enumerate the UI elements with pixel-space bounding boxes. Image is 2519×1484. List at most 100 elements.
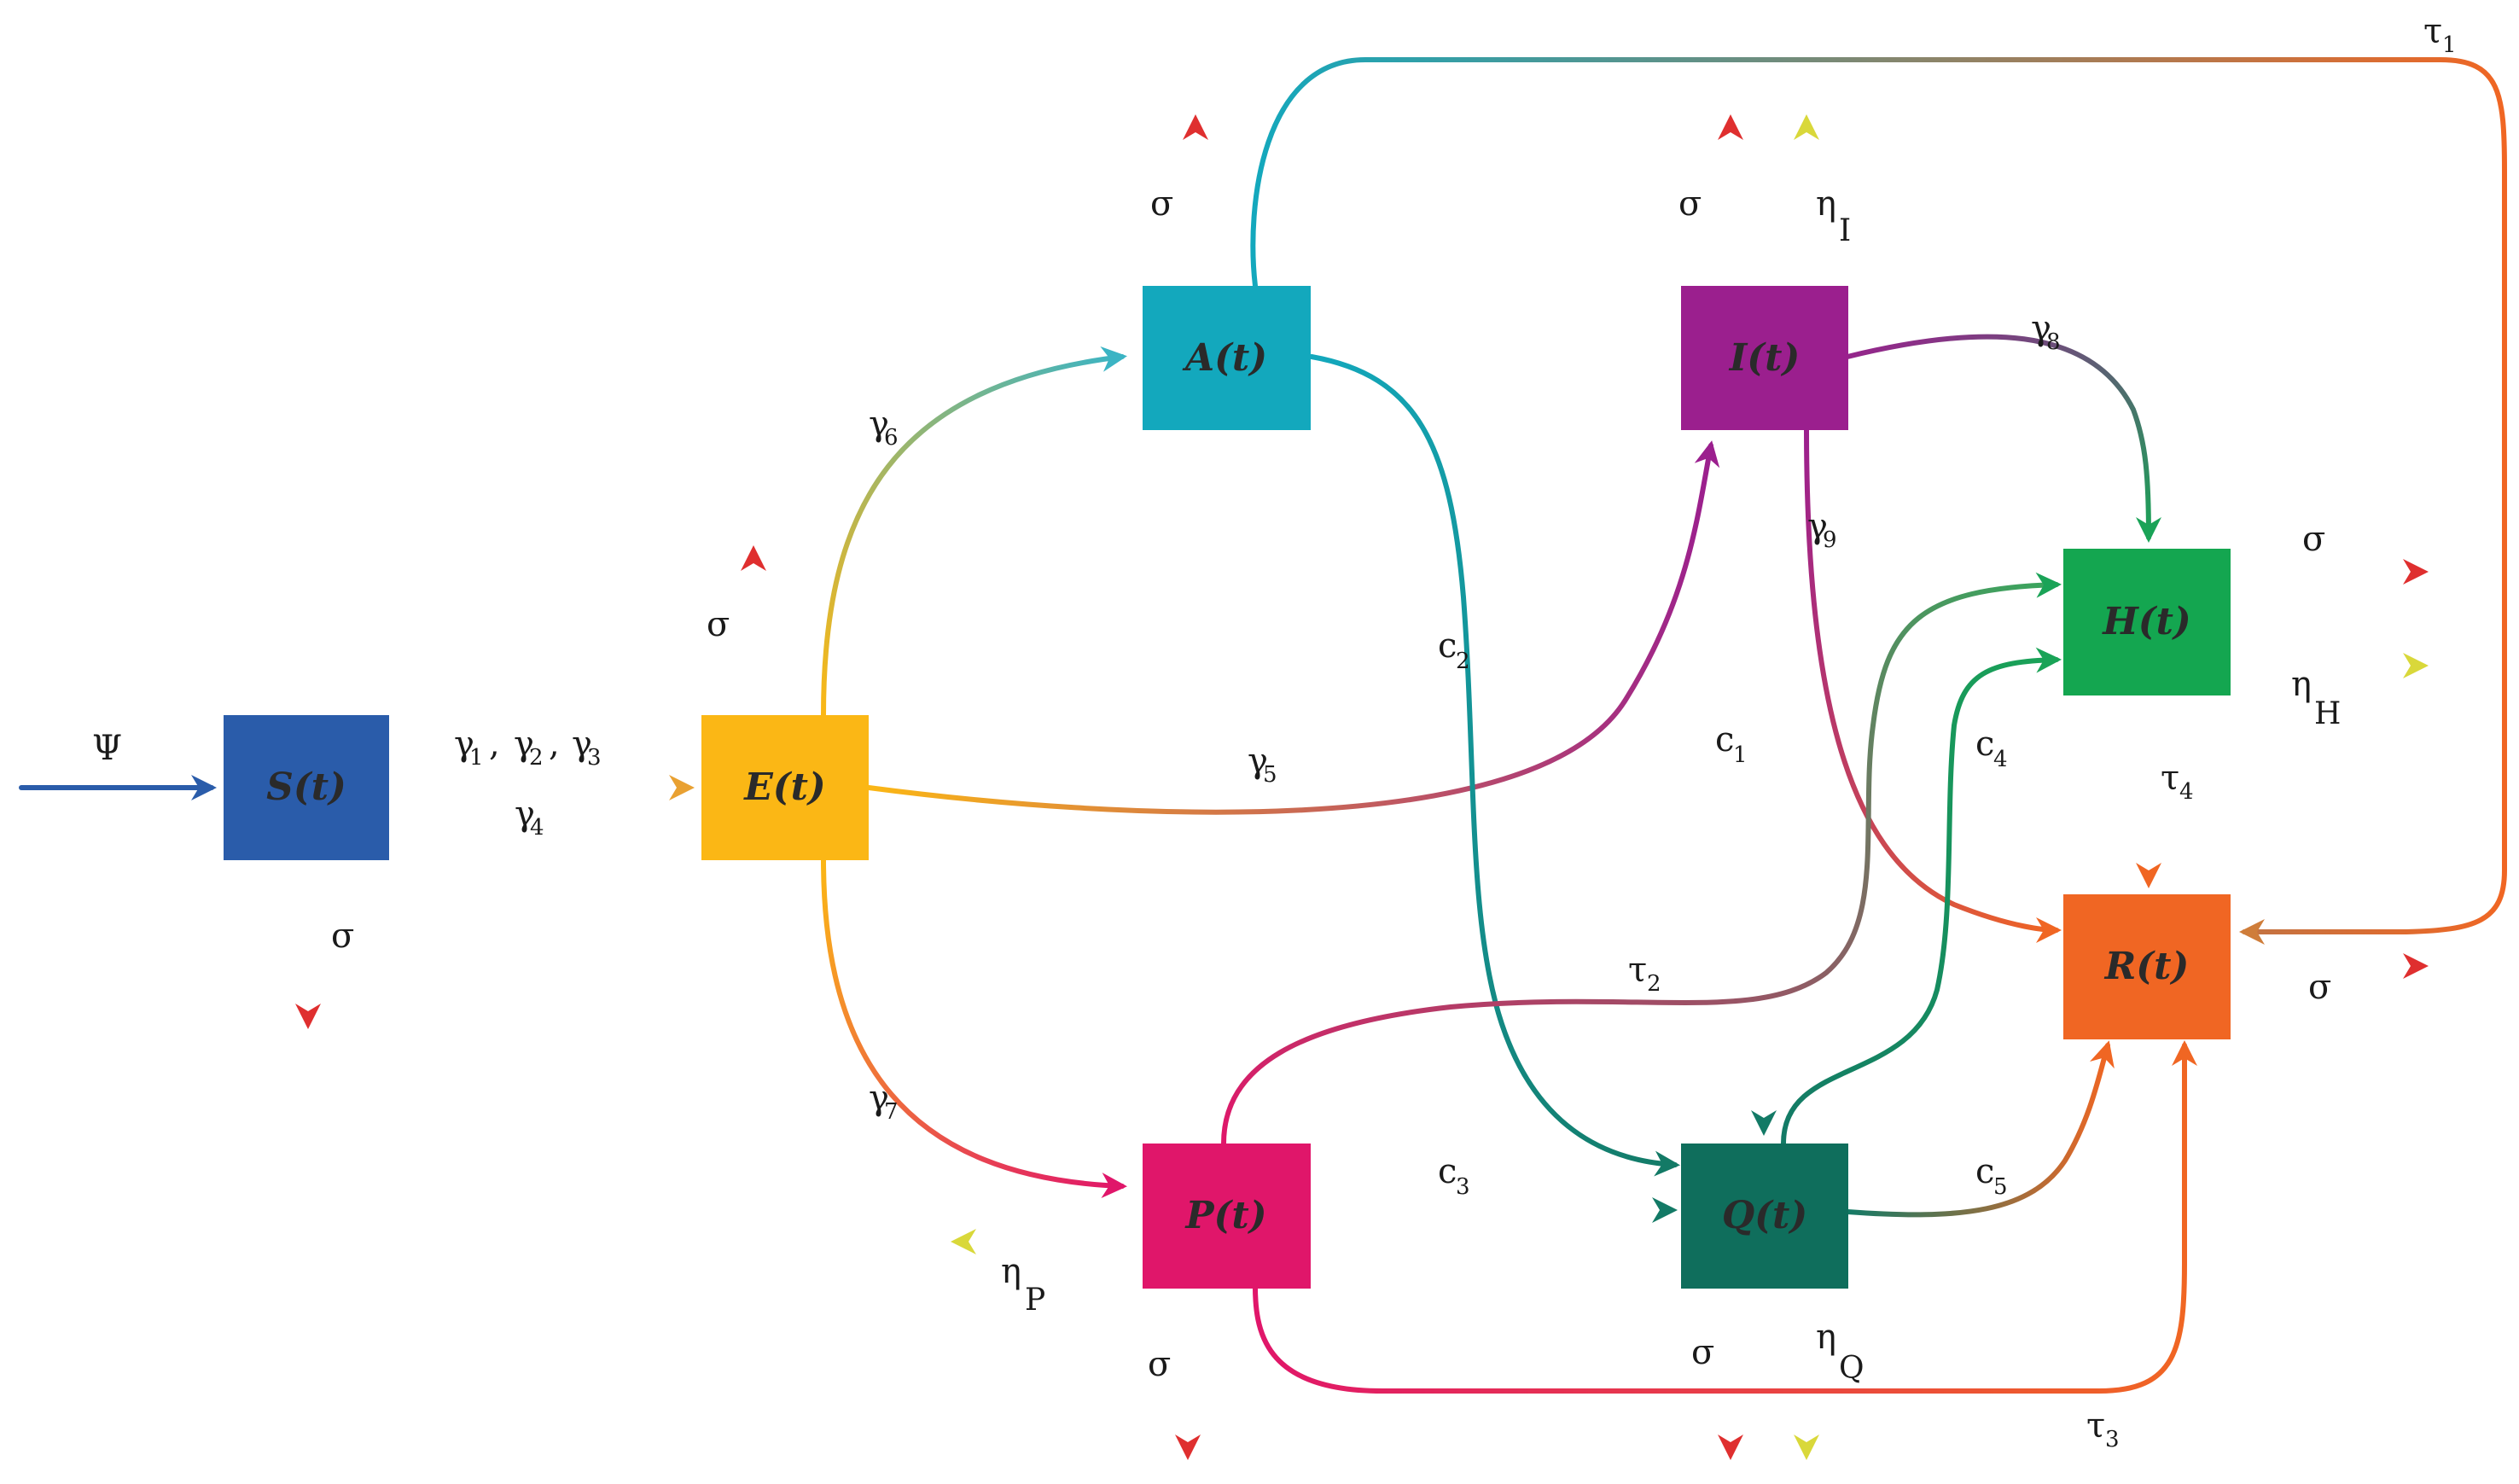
label-tau-4: τ 4 xyxy=(2161,759,2194,805)
label-tau-2: τ 2 xyxy=(1628,951,1661,997)
svg-text:H: H xyxy=(2314,696,2341,731)
node-a-label: A(t) xyxy=(1182,336,1267,380)
node-i: I(t) xyxy=(1681,286,1848,430)
label-psi: Ψ xyxy=(92,729,122,768)
svg-text:I: I xyxy=(1839,213,1851,248)
node-h-label: H(t) xyxy=(2101,600,2191,643)
node-q: Q(t) xyxy=(1681,1144,1848,1289)
node-s-label: S(t) xyxy=(266,765,346,809)
svg-text:7: 7 xyxy=(884,1099,899,1125)
node-r-label: R(t) xyxy=(2103,945,2190,988)
label-eta-i: η I xyxy=(1816,184,1851,248)
svg-text:1: 1 xyxy=(2442,32,2457,58)
svg-text:η: η xyxy=(2291,665,2312,704)
edge-e-to-i xyxy=(866,440,1720,815)
svg-text:2: 2 xyxy=(529,745,544,771)
svg-text:c: c xyxy=(1438,626,1457,666)
svg-text:3: 3 xyxy=(587,745,602,771)
label-tau-1: τ 1 xyxy=(2423,12,2457,58)
label-gamma-8: γ 8 xyxy=(2031,309,2061,355)
svg-text:γ: γ xyxy=(869,1079,889,1118)
edge-labels: Ψ γ 1 , γ 2 , γ 3 γ 4 γ 6 γ 5 γ 7 γ xyxy=(92,12,2457,1452)
svg-text:3: 3 xyxy=(2105,1427,2120,1452)
node-e: E(t) xyxy=(701,715,869,860)
edge-p-to-r xyxy=(1252,1040,2197,1394)
svg-text:γ: γ xyxy=(869,404,889,444)
svg-text:γ: γ xyxy=(1807,507,1828,546)
svg-text:τ: τ xyxy=(2086,1406,2105,1446)
svg-text:c: c xyxy=(1975,725,1994,764)
svg-text:τ: τ xyxy=(2423,12,2442,51)
svg-text:P: P xyxy=(1025,1283,1045,1318)
svg-text:η: η xyxy=(1816,184,1836,224)
label-c3: c 3 xyxy=(1438,1152,1470,1200)
svg-text:5: 5 xyxy=(1263,762,1277,788)
label-sigma-s: σ xyxy=(331,917,354,956)
node-e-label: E(t) xyxy=(742,765,826,809)
edge-i-to-h xyxy=(1845,334,2161,543)
label-sigma-h: σ xyxy=(2302,520,2325,559)
label-gamma-5: γ 5 xyxy=(1248,742,1277,788)
edge-a-to-r xyxy=(1250,57,2507,945)
svg-text:4: 4 xyxy=(1993,747,2008,772)
label-c5: c 5 xyxy=(1975,1152,2008,1200)
edge-q-to-r xyxy=(1845,1040,2115,1218)
node-p-label: P(t) xyxy=(1184,1194,1266,1237)
svg-text:1: 1 xyxy=(469,745,484,771)
label-eta-h: η H xyxy=(2291,665,2341,731)
node-p: P(t) xyxy=(1143,1144,1311,1289)
label-gamma-1-2-3: γ 1 , γ 2 , γ 3 xyxy=(454,725,602,771)
svg-text:c: c xyxy=(1438,1152,1457,1191)
label-sigma-q: σ xyxy=(1691,1333,1714,1372)
label-sigma-i: σ xyxy=(1678,184,1702,224)
svg-text:1: 1 xyxy=(1733,742,1748,768)
svg-text:,: , xyxy=(549,725,560,764)
node-r: R(t) xyxy=(2063,894,2231,1039)
svg-text:Q: Q xyxy=(1839,1351,1865,1386)
svg-text:9: 9 xyxy=(1823,527,1837,553)
label-eta-p: η P xyxy=(1001,1252,1045,1318)
svg-text:6: 6 xyxy=(884,425,899,451)
label-gamma-9: γ 9 xyxy=(1807,507,1837,553)
label-sigma-e: σ xyxy=(707,605,730,644)
label-sigma-a: σ xyxy=(1150,184,1173,224)
label-gamma-7: γ 7 xyxy=(869,1079,899,1125)
svg-text:3: 3 xyxy=(1456,1174,1470,1200)
svg-text:η: η xyxy=(1001,1252,1021,1291)
svg-text:γ: γ xyxy=(572,725,592,764)
label-sigma-p: σ xyxy=(1148,1345,1171,1384)
svg-text:γ: γ xyxy=(514,725,534,764)
svg-text:c: c xyxy=(1715,720,1734,759)
svg-text:,: , xyxy=(489,725,500,764)
svg-text:γ: γ xyxy=(454,725,474,764)
label-eta-q: η Q xyxy=(1816,1318,1865,1386)
node-s: S(t) xyxy=(224,715,389,860)
svg-text:c: c xyxy=(1975,1152,1994,1191)
label-c2: c 2 xyxy=(1438,626,1470,674)
edge-e-to-a xyxy=(821,346,1127,718)
svg-text:4: 4 xyxy=(530,815,544,841)
svg-text:γ: γ xyxy=(515,794,535,834)
node-a: A(t) xyxy=(1143,286,1311,430)
svg-text:2: 2 xyxy=(1456,649,1470,674)
node-q-label: Q(t) xyxy=(1722,1194,1807,1237)
edge-q-to-h xyxy=(1781,647,2062,1146)
svg-text:8: 8 xyxy=(2046,329,2061,355)
label-c1: c 1 xyxy=(1715,720,1748,768)
label-c4: c 4 xyxy=(1975,725,2008,772)
label-gamma-4: γ 4 xyxy=(515,794,544,841)
edge-a-to-q xyxy=(1309,354,1680,1177)
edges xyxy=(19,57,2507,1460)
label-tau-3: τ 3 xyxy=(2086,1406,2120,1452)
svg-text:4: 4 xyxy=(2179,779,2194,805)
node-h: H(t) xyxy=(2063,549,2231,695)
label-sigma-r: σ xyxy=(2308,968,2331,1007)
edge-p-to-h xyxy=(1221,572,2062,1146)
svg-text:η: η xyxy=(1816,1318,1836,1357)
svg-text:τ: τ xyxy=(2161,759,2179,798)
nodes: S(t) E(t) A(t) I(t) H(t) R(t) P(t) Q(t) xyxy=(224,286,2231,1289)
svg-text:τ: τ xyxy=(1628,951,1647,990)
svg-text:γ: γ xyxy=(2031,309,2051,348)
label-gamma-6: γ 6 xyxy=(869,404,899,451)
